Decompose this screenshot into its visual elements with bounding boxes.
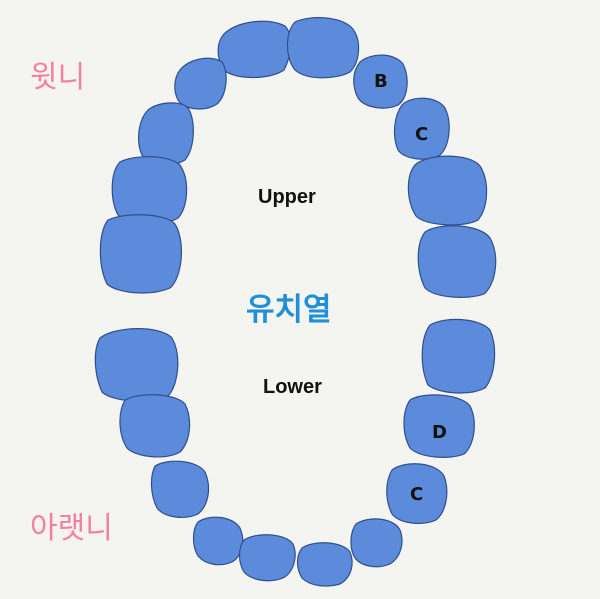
tooth-upper-left-4	[111, 156, 188, 224]
tooth-letter-c-lower: C	[410, 484, 423, 505]
upper-arch	[99, 20, 292, 294]
tooth-lower-left-1	[94, 328, 179, 402]
tooth-lower-right-4	[350, 518, 403, 568]
lower-arch-right: D C	[296, 318, 496, 587]
tooth-lower-left-5	[238, 534, 296, 582]
tooth-lower-right-1	[421, 318, 496, 394]
upper-label: Upper	[258, 186, 316, 208]
lower-arch	[94, 328, 296, 582]
lower-label: Lower	[263, 376, 322, 398]
tooth-upper-right-2	[353, 54, 408, 109]
tooth-lower-right-5	[296, 542, 353, 587]
tooth-upper-left-1	[217, 20, 292, 79]
tooth-lower-left-4	[192, 516, 244, 566]
diagram-title: 유치열	[246, 292, 332, 328]
tooth-lower-left-2	[119, 394, 191, 458]
tooth-lower-right-2	[403, 394, 475, 458]
tooth-upper-right-3	[393, 97, 450, 160]
tooth-letter-b: B	[374, 71, 388, 92]
tooth-letter-d: D	[432, 422, 447, 443]
tooth-lower-left-3	[150, 460, 210, 518]
tooth-upper-right-4	[407, 155, 488, 226]
tooth-upper-right-5	[417, 225, 497, 298]
tooth-upper-left-3	[138, 102, 194, 166]
tooth-upper-right-1	[286, 17, 360, 79]
tooth-letter-c-upper: C	[415, 124, 428, 145]
lower-teeth-korean-label: 아랫니	[30, 511, 113, 546]
tooth-upper-left-2	[174, 57, 227, 110]
upper-teeth-korean-label: 윗니	[30, 60, 86, 95]
upper-arch-right: B C	[286, 17, 497, 298]
tooth-upper-left-5	[99, 214, 182, 294]
tooth-lower-right-3	[386, 463, 448, 524]
